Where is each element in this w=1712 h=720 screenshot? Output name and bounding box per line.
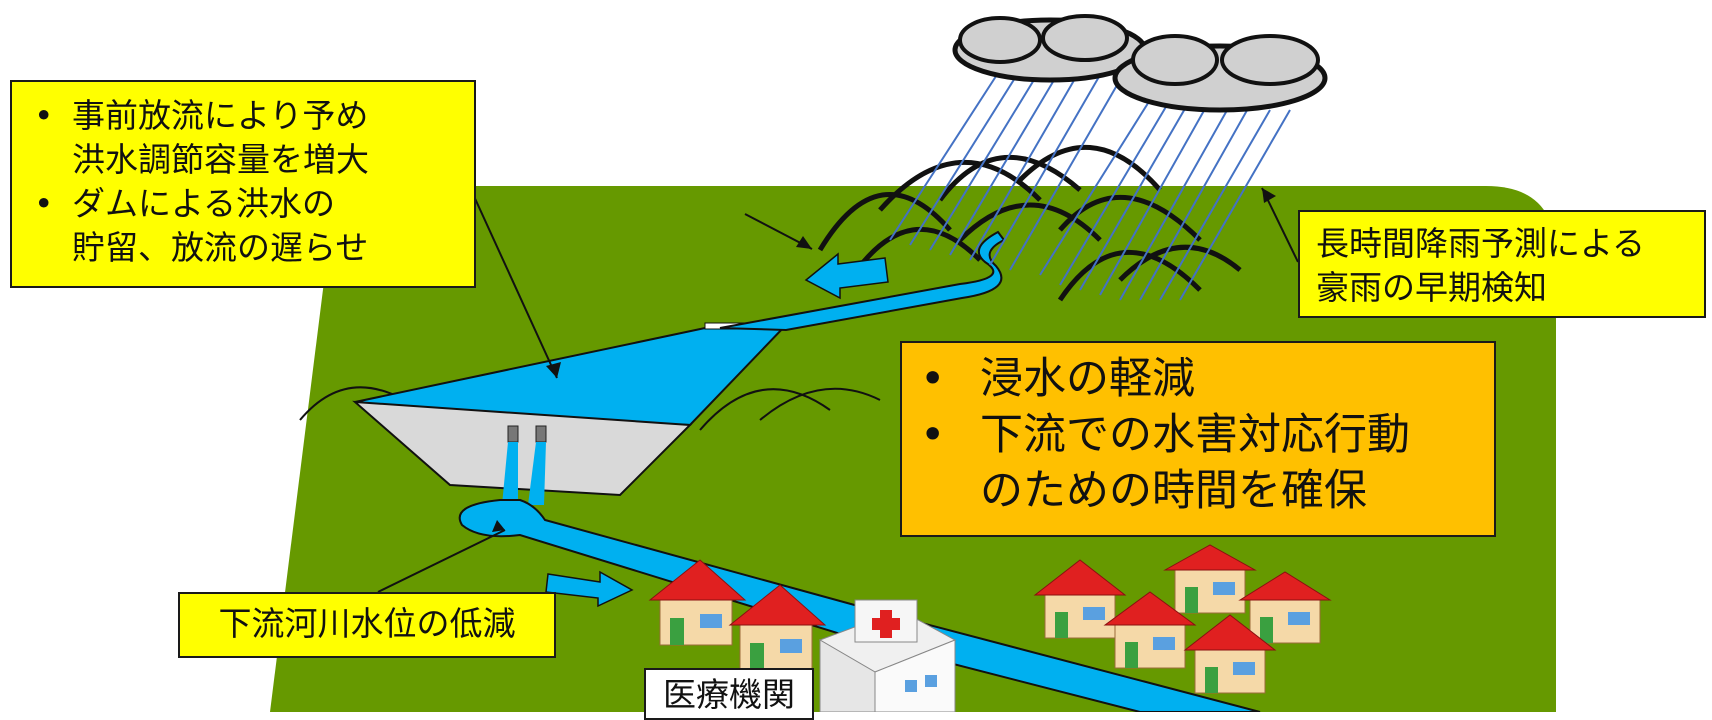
- dam-bullet-2-line-1: ダムによる洪水の: [72, 184, 336, 223]
- outflow: [528, 442, 546, 505]
- effects-bullet-flood-reduction: 浸水の軽減: [902, 351, 1494, 407]
- medical-facility-text: 医療機関: [663, 675, 795, 714]
- house-icon: [728, 584, 827, 671]
- dam-body: [352, 400, 693, 497]
- effects-bullet-1-line-1: 浸水の軽減: [980, 354, 1195, 404]
- dam-bullet-1-line-2: 洪水調節容量を増大: [72, 140, 369, 179]
- house-icon: [1238, 571, 1332, 644]
- river-level-text: 下流河川水位の低減: [218, 604, 516, 643]
- hospital-icon: [818, 599, 957, 712]
- dam-bullet-2-line-2: 貯留、放流の遅らせ: [72, 228, 369, 267]
- cloud-icon: [1112, 34, 1328, 113]
- dam-callout: 事前放流により予め 洪水調節容量を増大 ダムによる洪水の 貯留、放流の遅らせ: [10, 80, 476, 288]
- rain-forecast-line-2: 豪雨の早期検知: [1316, 268, 1547, 307]
- effects-bullet-list: 浸水の軽減 下流での水害対応行動 のための時間を確保: [902, 351, 1494, 519]
- spillway-gate: [535, 425, 547, 443]
- rain-forecast-line-1: 長時間降雨予測による: [1316, 224, 1646, 263]
- effects-bullet-response-time: 下流での水害対応行動 のための時間を確保: [902, 407, 1494, 519]
- dam-bullet-list: 事前放流により予め 洪水調節容量を増大 ダムによる洪水の 貯留、放流の遅らせ: [12, 94, 474, 270]
- effects-bullet-2-line-2: のための時間を確保: [980, 466, 1367, 516]
- dam-bullet-storage: ダムによる洪水の 貯留、放流の遅らせ: [12, 182, 474, 270]
- house-icon: [1163, 544, 1257, 614]
- house-icon: [1103, 591, 1197, 669]
- house-icon: [1183, 614, 1277, 694]
- rain-forecast-callout: 長時間降雨予測による 豪雨の早期検知: [1298, 210, 1706, 318]
- arrow-icon: [804, 252, 889, 300]
- arrowheads: [492, 188, 1276, 532]
- house-icon: [1033, 559, 1127, 639]
- rain: [889, 69, 1291, 301]
- dam-bullet-pre-release: 事前放流により予め 洪水調節容量を増大: [12, 94, 474, 182]
- effects-bullet-2-line-1: 下流での水害対応行動: [980, 410, 1410, 460]
- effects-callout: 浸水の軽減 下流での水害対応行動 のための時間を確保: [900, 341, 1496, 537]
- downstream-river: [458, 499, 1261, 712]
- house-icon: [648, 559, 747, 646]
- spillway-gate: [507, 425, 519, 443]
- cloud-icon: [952, 14, 1148, 83]
- river-level-callout: 下流河川水位の低減: [178, 592, 556, 658]
- dam-bullet-1-line-1: 事前放流により予め: [72, 96, 369, 135]
- medical-facility-label: 医療機関: [644, 668, 814, 720]
- mountains: [817, 145, 1242, 302]
- outflow: [502, 442, 518, 505]
